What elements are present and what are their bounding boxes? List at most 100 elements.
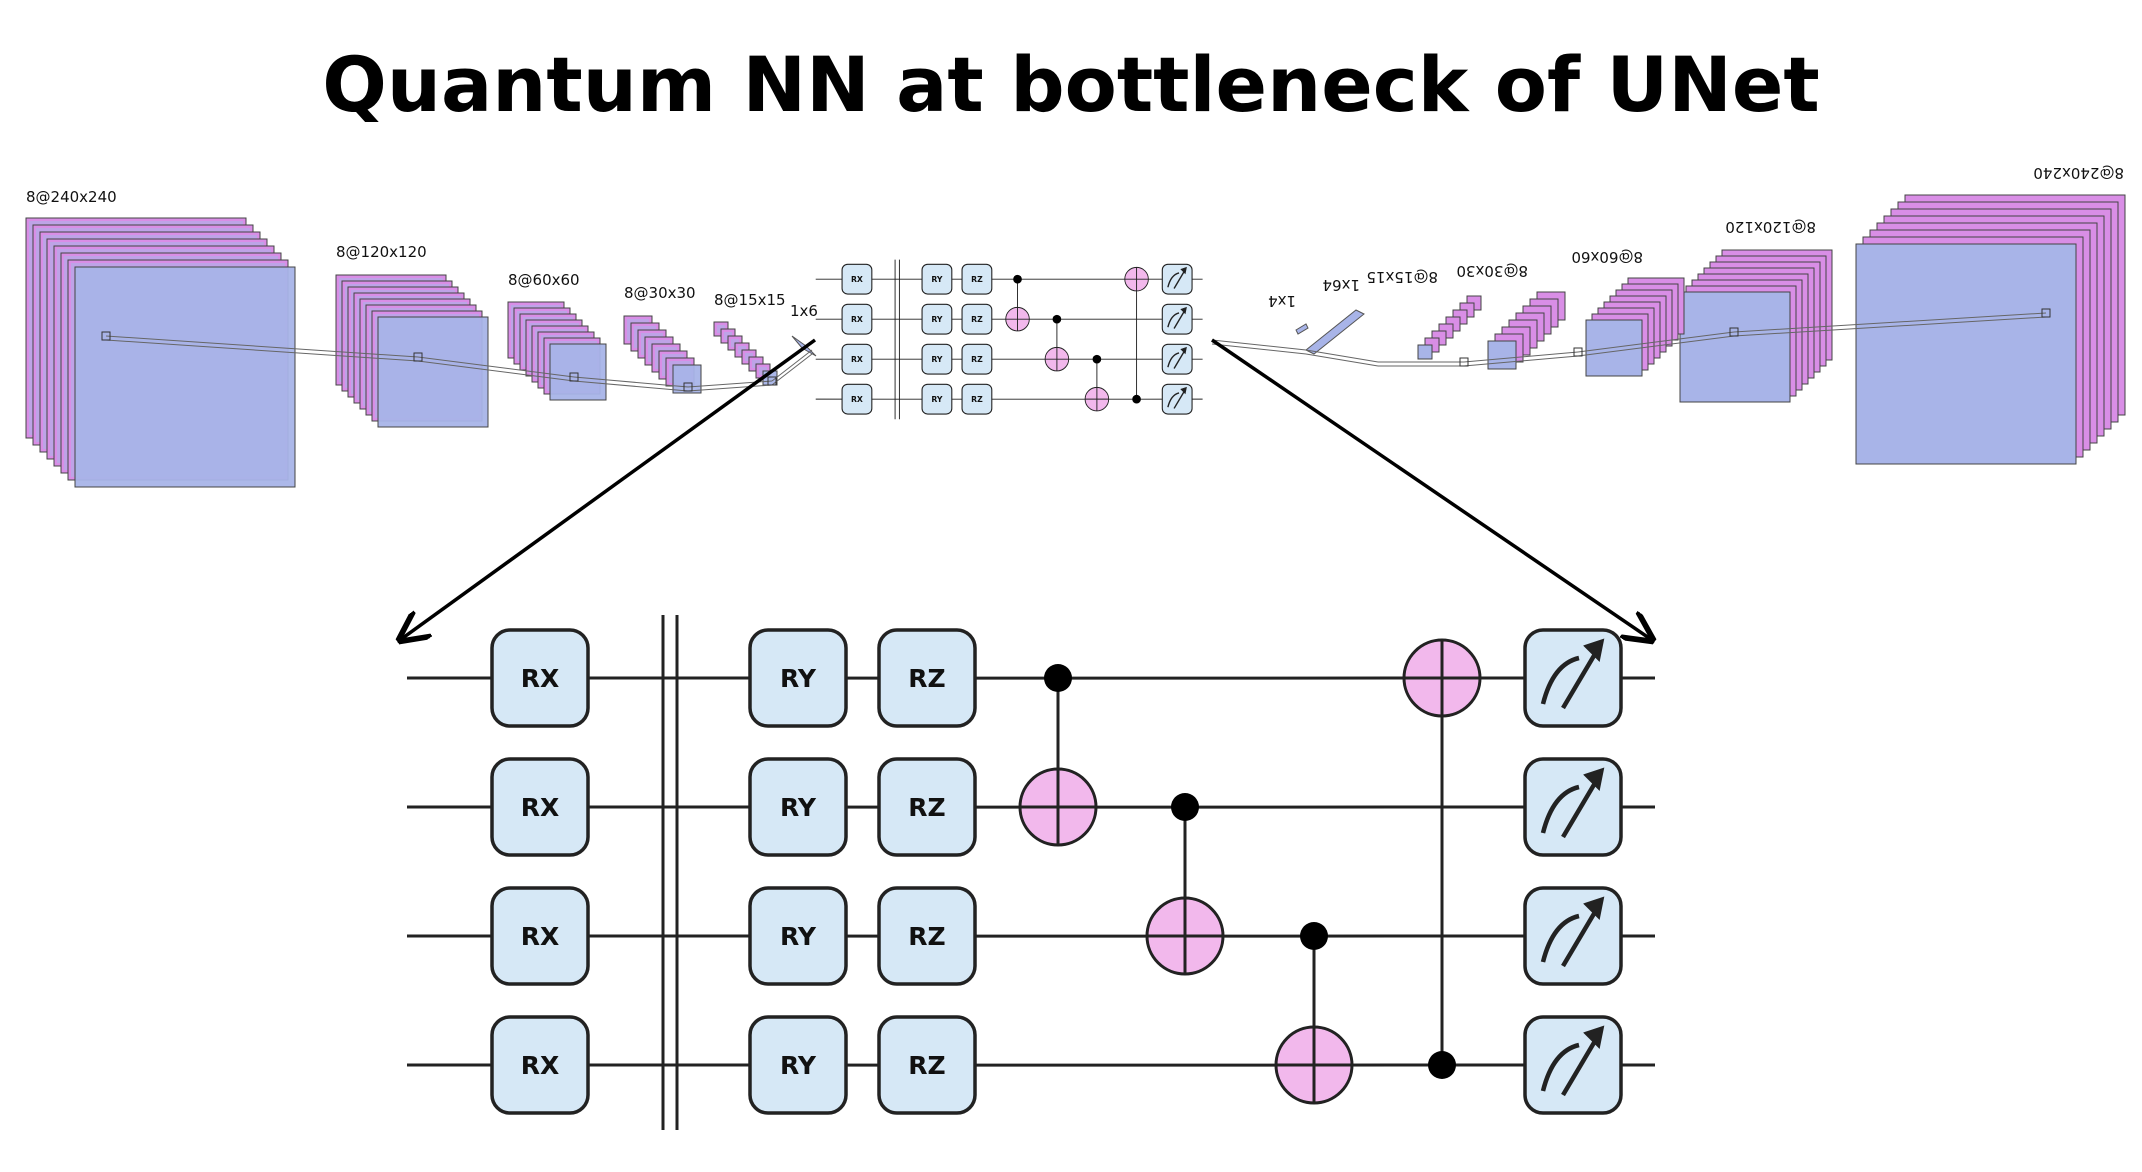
gate-box (877, 628, 977, 728)
feature-map-slice (1855, 243, 2077, 465)
rz-gate: RZ (877, 757, 977, 857)
connection-line (1577, 331, 1735, 353)
rx-gate: RX (841, 343, 873, 375)
meter-arrowhead (1180, 386, 1187, 395)
decoder-feature-map-1 (1679, 249, 1833, 403)
decoder-layer-label: 8@240x240 (2033, 164, 2124, 182)
gate-box (490, 628, 590, 728)
gate-box (877, 886, 977, 986)
rx-gate: RX (841, 383, 873, 415)
gate-label: RY (780, 922, 817, 951)
kernel-marker (413, 352, 423, 362)
zoom-arrow-left (400, 338, 817, 640)
gate-label: RZ (908, 793, 945, 822)
measurement-meter-icon (1161, 383, 1193, 415)
gate-box (1523, 628, 1623, 728)
gate-box (748, 628, 848, 728)
kernel-marker (683, 382, 693, 392)
connection-line (417, 356, 575, 378)
gate-box (1161, 263, 1193, 295)
decoder-layer-label: 8@15x15 (1366, 268, 1438, 286)
gate-box (921, 343, 953, 375)
gate-box (841, 263, 873, 295)
gate-box (921, 303, 953, 335)
meter-arrowhead (1583, 896, 1605, 921)
meter-arrowhead (1583, 1025, 1605, 1050)
gate-label: RY (931, 275, 943, 284)
ry-gate: RY (921, 303, 953, 335)
meter-needle (1561, 1039, 1597, 1097)
rx-gate: RX (841, 303, 873, 335)
gate-box (961, 383, 993, 415)
gate-label: RZ (908, 922, 945, 951)
cnot-control-dot (1044, 664, 1072, 692)
connection-line (771, 349, 813, 382)
meter-arc (1167, 272, 1180, 288)
rx-gate: RX (841, 263, 873, 295)
meter-arrowhead (1583, 638, 1605, 663)
meter-arc (1540, 913, 1580, 963)
meter-needle (1173, 391, 1185, 409)
measurement-meter-icon (1161, 263, 1193, 295)
cnot-gate (1402, 638, 1482, 1079)
encoder-layer-label: 8@30x30 (624, 284, 696, 302)
decoder-feature-map-3 (1487, 291, 1566, 370)
kernel-marker (101, 331, 111, 341)
cnot-gate (1124, 266, 1149, 404)
gate-box (490, 886, 590, 986)
gate-box (1161, 383, 1193, 415)
meter-needle (1173, 351, 1185, 369)
gate-label: RZ (971, 395, 983, 404)
gate-box (1161, 343, 1193, 375)
connection-line (105, 339, 419, 362)
rx-gate: RX (490, 886, 590, 986)
gate-label: RY (931, 355, 943, 364)
gate-box (961, 343, 993, 375)
connection-line (573, 380, 689, 392)
feature-map-slice (1679, 291, 1791, 403)
cnot-gate (1005, 274, 1030, 332)
cnot-control-dot (1013, 274, 1022, 284)
encoder-layer-label: 8@240x240 (26, 188, 117, 206)
feature-map-slice (1417, 344, 1433, 360)
cnot-control-dot (1092, 354, 1102, 364)
gate-box (877, 1015, 977, 1115)
feature-map-slice (1487, 340, 1517, 370)
meter-needle (1561, 652, 1597, 710)
meter-needle (1561, 781, 1597, 839)
meter-arc (1167, 392, 1180, 408)
zoom-arrow-right (1211, 338, 1652, 640)
cnot-control-dot (1132, 394, 1141, 404)
gate-box (748, 1015, 848, 1115)
meter-arrowhead (1180, 346, 1187, 355)
gate-box (841, 303, 873, 335)
meter-arc (1167, 352, 1180, 368)
measurement-meter-icon (1523, 886, 1623, 986)
decoder-feature-map-0 (1855, 194, 2126, 465)
cnot-control-dot (1052, 314, 1062, 324)
measurement-meter-icon (1523, 628, 1623, 728)
cnot-gate (1145, 793, 1225, 976)
gate-box (961, 303, 993, 335)
encoder-feature-map-0 (25, 217, 296, 488)
connection-line (1733, 316, 2047, 337)
connection-line (1305, 349, 1379, 363)
feature-map-slice (549, 343, 607, 401)
ry-gate: RY (921, 263, 953, 295)
unet-decoder: 8@240x2408@120x1208@60x608@30x308@15x151… (1211, 164, 2126, 465)
connection-line (573, 376, 689, 388)
connection-line (1211, 343, 1307, 355)
gate-box (921, 383, 953, 415)
cnot-control-dot (1428, 1051, 1456, 1079)
connection-line (1305, 353, 1379, 367)
meter-needle (1173, 311, 1185, 329)
decoder-feature-map-4 (1417, 295, 1482, 360)
gate-box (841, 383, 873, 415)
ry-gate: RY (748, 886, 848, 986)
meter-needle (1173, 271, 1185, 289)
gate-box (877, 757, 977, 857)
gate-label: RX (521, 1051, 560, 1080)
measurement-meter-icon (1161, 343, 1193, 375)
